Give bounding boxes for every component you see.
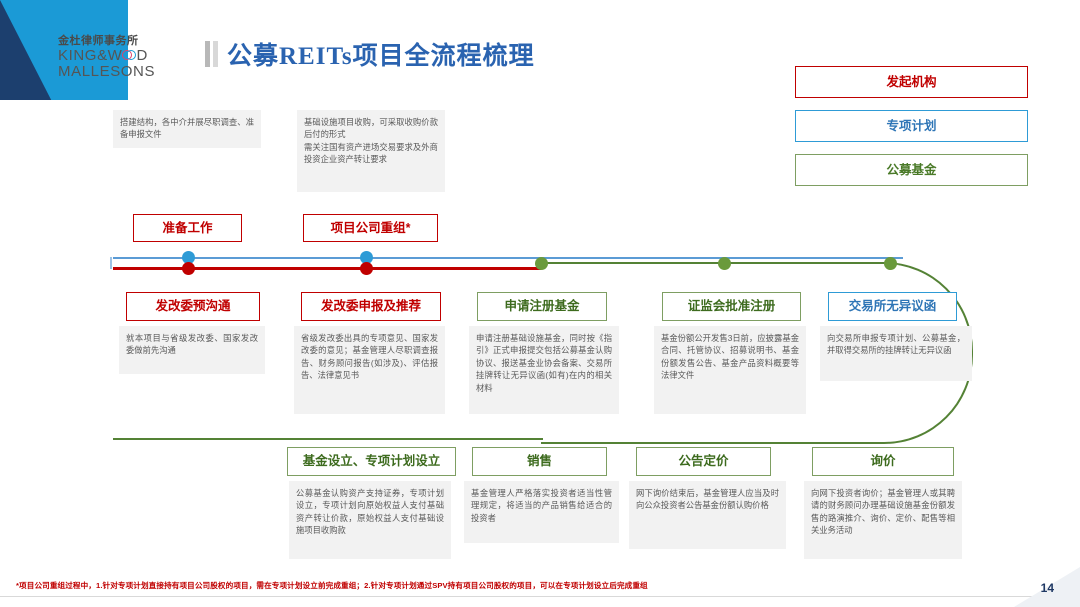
milestone-ndrc-filing-recommendation[interactable]: 发改委申报及推荐 [301,292,441,321]
milestone-fund-registration-application[interactable]: 申请注册基金 [477,292,607,321]
node-blue-2 [360,251,373,264]
milestone-ndrc-pre-communication[interactable]: 发改委预沟通 [126,292,260,321]
legend-item-public-fund: 公募基金 [795,154,1028,186]
desc-ndrc-pre-communication: 就本项目与省级发改委、国家发改委做前先沟通 [119,326,265,374]
desc-csrc-approval: 基金份额公开发售3日前，应披露基金合同、托管协议、招募说明书、基金份额发售公告、… [654,326,806,414]
desc-bookbuilding: 向网下投资者询价；基金管理人或其聘请的财务顾问办理基础设施基金份额发售的路演推介… [804,481,962,559]
timeline-green-bottom [113,438,543,440]
footer-divider [0,596,1080,597]
node-green-2 [718,257,731,270]
top-note-acquisition-c: 及 [412,141,422,152]
timeline-green-loop [541,262,973,444]
milestone-price-announcement[interactable]: 公告定价 [636,447,771,476]
top-note-acquisition-a: 基础设施项目收购，可采取收购价款后付的形式 [304,117,438,140]
desc-price-announcement: 网下询价结束后，基金管理人应当及时向公众投资者公告基金份额认购价格 [629,481,786,549]
page-number: 14 [1040,581,1054,595]
title-bars-icon [205,41,218,67]
timeline-blue [113,257,903,259]
desc-ndrc-filing-recommendation: 省级发改委出具的专项意见、国家发改委的意见；基金管理人尽职调查报告、财务顾问报告… [294,326,445,414]
legend: 发起机构 专项计划 公募基金 [795,66,1028,198]
desc-fund-registration-application: 申请注册基础设施基金，同时按《指引》正式申报提交包括公募基金认购协议、报送基金业… [469,326,619,414]
node-blue-1 [182,251,195,264]
footnote: *项目公司重组过程中，1.针对专项计划直接持有项目公司股权的项目，需在专项计划设… [16,581,648,590]
node-red-2 [360,262,373,275]
milestone-project-company-restructuring[interactable]: 项目公司重组* [303,214,438,242]
title-text: 公募REITs项目全流程梳理 [227,43,535,70]
desc-sales: 基金管理人严格落实投资者适当性管理规定，将适当的产品销售给适合的投资者 [464,481,619,543]
timeline-left-cap [110,257,112,269]
brand-name-cn: 金杜律师事务所 [58,35,139,47]
milestone-sales[interactable]: 销售 [472,447,607,476]
desc-fund-and-plan-establishment: 公募基金认购资产支持证券，专项计划设立，专项计划向原始权益人支付基础资产转让价款… [289,481,451,559]
top-note-acquisition-b: 需关注 [304,141,330,152]
milestone-fund-and-plan-establishment[interactable]: 基金设立、专项计划设立 [287,447,456,476]
node-green-1 [535,257,548,270]
desc-exchange-no-objection-letter: 向交易所申报专项计划、公募基金，并取得交易所的挂牌转让无异议函 [820,326,972,381]
top-note-preparation: 搭建结构，各中介并展尽职调查、准备申报文件 [113,110,261,148]
top-note-acquisition-hl2: 外商投资企业资产转让要求 [304,141,438,165]
milestone-exchange-no-objection-letter[interactable]: 交易所无异议函 [828,292,957,321]
milestone-csrc-approval[interactable]: 证监会批准注册 [662,292,801,321]
timeline-red [113,267,541,270]
milestone-bookbuilding[interactable]: 询价 [812,447,954,476]
legend-item-abs-plan: 专项计划 [795,110,1028,142]
brand-name-en-line2: MALLESONS [58,63,156,81]
top-note-acquisition-hl1: 国有资产进场交易要求 [329,141,413,152]
legend-item-originator: 发起机构 [795,66,1028,98]
node-red-1 [182,262,195,275]
node-green-3 [884,257,897,270]
page-title: 公募REITs项目全流程梳理 [205,36,535,72]
milestone-preparation[interactable]: 准备工作 [133,214,242,242]
top-note-acquisition: 基础设施项目收购，可采取收购价款后付的形式需关注国有资产进场交易要求及外商投资企… [297,110,445,192]
